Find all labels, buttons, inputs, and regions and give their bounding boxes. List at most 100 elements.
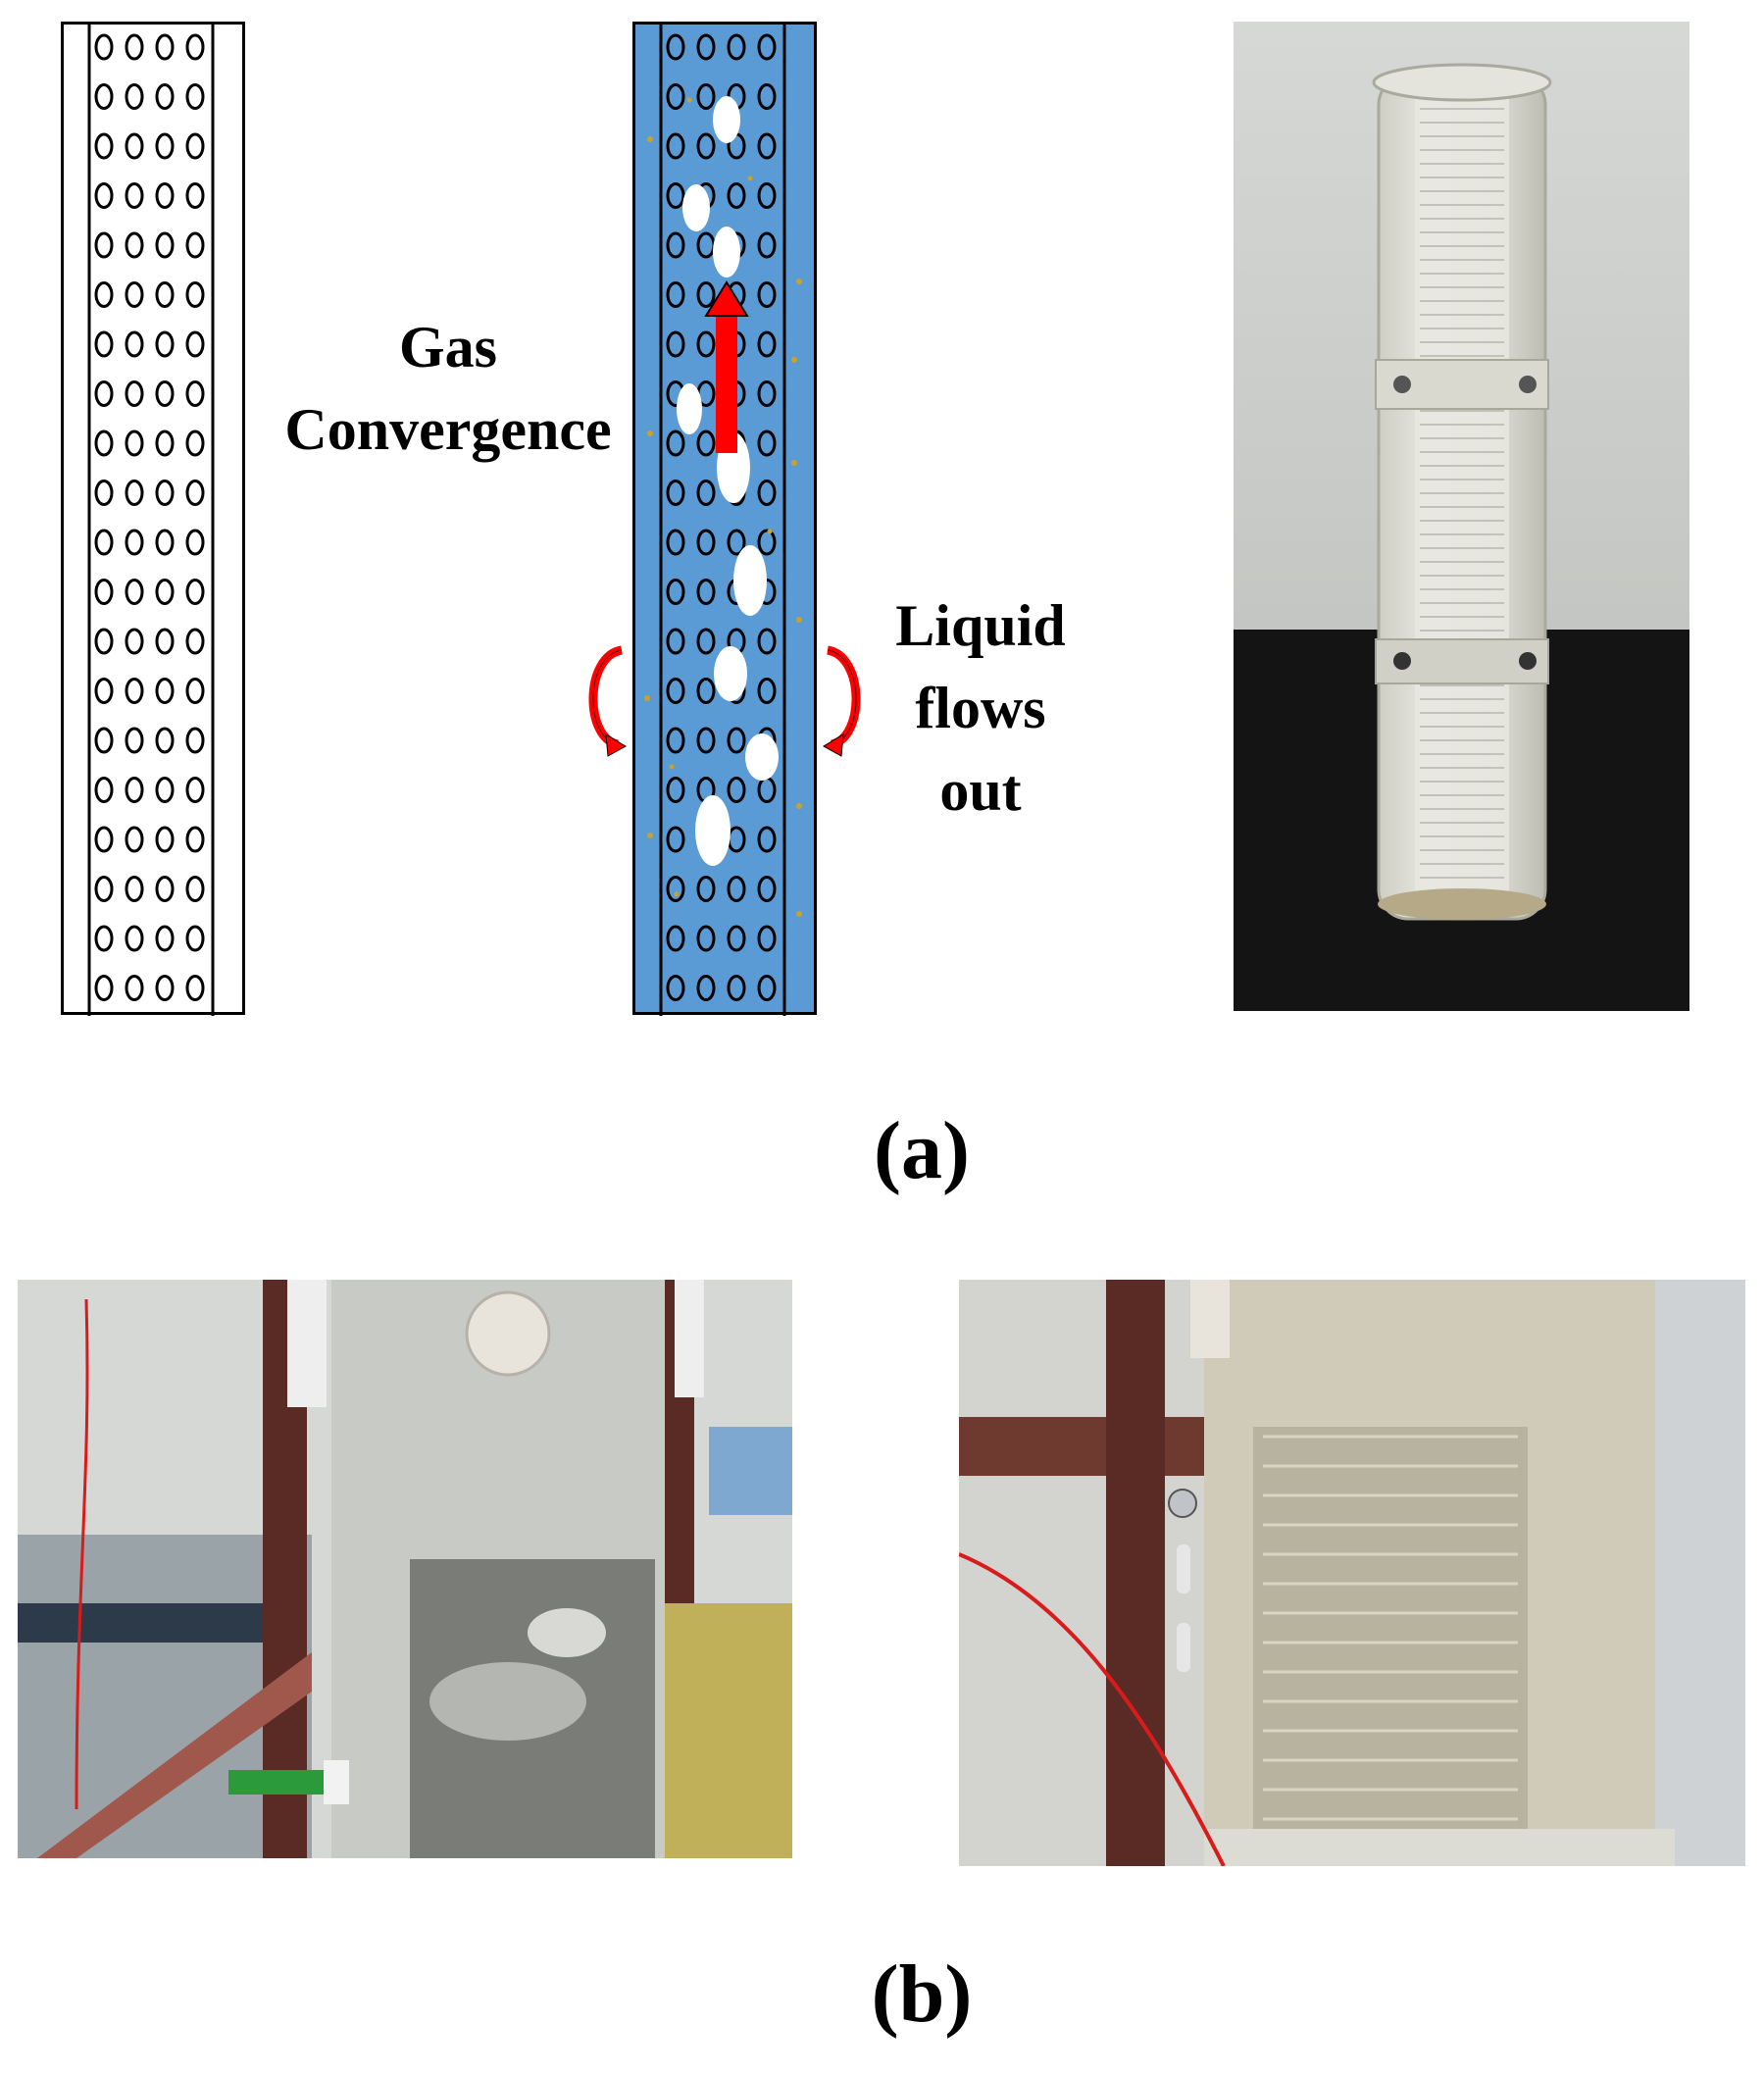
reactor-operation-photo-right — [959, 1280, 1745, 1866]
hole — [757, 380, 777, 407]
hole — [696, 330, 716, 358]
hole — [155, 480, 175, 506]
hole — [696, 727, 716, 754]
hole — [666, 529, 685, 556]
hole — [125, 330, 144, 358]
hole — [155, 925, 175, 952]
hole — [125, 182, 144, 209]
hole — [155, 380, 175, 407]
hole — [757, 231, 777, 259]
hole — [155, 628, 175, 655]
hole — [696, 529, 716, 556]
hole — [185, 975, 205, 1001]
hole — [757, 826, 777, 853]
hole — [696, 975, 716, 1001]
hole — [696, 132, 716, 160]
reactor-tube-photo — [1234, 22, 1689, 1011]
hole — [727, 529, 746, 556]
hole — [94, 430, 114, 457]
hole — [155, 33, 175, 61]
hole — [757, 33, 777, 61]
up-arrow-icon — [704, 280, 749, 453]
hole — [155, 876, 175, 902]
hole — [155, 727, 175, 754]
hole — [666, 330, 685, 358]
panel-a-label: (a) — [874, 1105, 970, 1196]
hole — [125, 826, 144, 853]
hole — [666, 480, 685, 506]
hole — [666, 678, 685, 704]
perforation-holes — [94, 33, 205, 1001]
hole — [185, 281, 205, 308]
hole — [696, 678, 716, 704]
hole — [666, 579, 685, 605]
hole — [94, 529, 114, 556]
reactor-operation-photo-left — [18, 1280, 792, 1858]
hole — [94, 83, 114, 110]
hole — [155, 182, 175, 209]
hole — [757, 182, 777, 209]
hole — [94, 777, 114, 803]
hole — [94, 132, 114, 160]
hole — [185, 678, 205, 704]
hole — [155, 132, 175, 160]
hole — [666, 925, 685, 952]
hole — [185, 480, 205, 506]
gas-bubbles — [677, 96, 779, 866]
hole — [94, 330, 114, 358]
hole — [125, 132, 144, 160]
curved-arrow-icon — [588, 645, 627, 757]
hole — [125, 380, 144, 407]
hole — [125, 925, 144, 952]
hole — [727, 33, 746, 61]
hole — [757, 430, 777, 457]
hole — [696, 876, 716, 902]
hole — [94, 480, 114, 506]
hole — [757, 925, 777, 952]
hole — [666, 182, 685, 209]
hole — [185, 925, 205, 952]
hole — [696, 628, 716, 655]
hole — [125, 727, 144, 754]
gas-convergence-label: Gas Convergence — [284, 315, 612, 462]
hole — [727, 182, 746, 209]
hole — [757, 975, 777, 1001]
hole — [696, 281, 716, 308]
hole — [757, 83, 777, 110]
hole — [125, 231, 144, 259]
hole — [94, 281, 114, 308]
suspended-particles — [644, 97, 802, 917]
hole — [94, 727, 114, 754]
panel-b-label: (b) — [871, 1948, 973, 2040]
hole — [757, 132, 777, 160]
liquid-flows-out-label: Liquid flows out — [895, 593, 1066, 823]
hole — [155, 777, 175, 803]
hole — [185, 727, 205, 754]
hole — [727, 727, 746, 754]
hole — [155, 579, 175, 605]
hole — [666, 826, 685, 853]
hole — [125, 281, 144, 308]
hole — [94, 975, 114, 1001]
hole — [185, 330, 205, 358]
hole — [125, 678, 144, 704]
empty-tube-schematic — [61, 22, 245, 1016]
hole — [185, 231, 205, 259]
hole — [94, 33, 114, 61]
hole — [727, 777, 746, 803]
hole — [666, 777, 685, 803]
hole — [155, 826, 175, 853]
hole — [666, 33, 685, 61]
hole — [666, 430, 685, 457]
hole — [727, 925, 746, 952]
hole — [94, 826, 114, 853]
hole — [125, 876, 144, 902]
hole — [696, 83, 716, 110]
hole — [185, 182, 205, 209]
hole — [155, 83, 175, 110]
hole — [125, 480, 144, 506]
hole — [155, 678, 175, 704]
hole — [666, 132, 685, 160]
hole — [666, 876, 685, 902]
hole — [94, 876, 114, 902]
